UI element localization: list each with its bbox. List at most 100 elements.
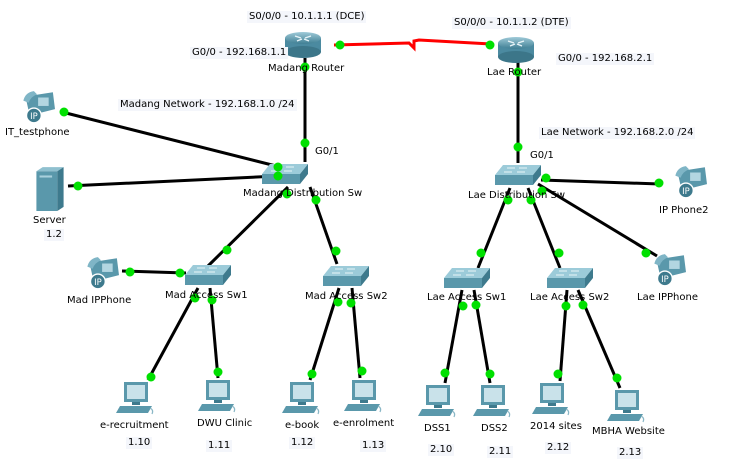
device-label-lae-ipphone: Lae IPPhone <box>637 292 698 303</box>
link-up-light <box>175 268 185 278</box>
link-up-light <box>513 67 523 77</box>
link-up-light <box>213 367 223 377</box>
device-label-ip-phone2: IP Phone2 <box>659 205 709 216</box>
link-lae-dist-sw-lae-ipphone[interactable] <box>537 182 658 258</box>
pc-icon[interactable] <box>344 379 382 413</box>
link-up-light <box>333 297 343 307</box>
link-madang-router-lae-router[interactable] <box>333 38 492 52</box>
device-ip-e-recruitment: 1.10 <box>126 437 153 449</box>
link-up-light <box>485 40 495 50</box>
pc-icon[interactable] <box>282 381 320 415</box>
link-it-testphone-madang-dist-sw[interactable] <box>61 110 281 169</box>
link-up-light <box>307 369 317 379</box>
link-up-light <box>554 248 564 258</box>
madang-g01-annotation: G0/1 <box>315 146 339 157</box>
link-up-light <box>485 369 495 379</box>
link-up-light <box>471 300 481 310</box>
device-ip-server: 1.2 <box>44 229 64 241</box>
device-ip-mbha-website: 2.13 <box>617 447 644 459</box>
link-lights-layer <box>59 40 664 383</box>
device-label-mbha-website: MBHA Website <box>592 426 665 437</box>
pc-icon[interactable] <box>532 382 570 416</box>
pc-icon[interactable] <box>198 379 236 413</box>
link-up-light <box>357 366 367 376</box>
madang-network-annotation: Madang Network - 192.168.1.0 /24 <box>118 99 297 111</box>
madang-g00-annotation: G0/0 - 192.168.1.1 <box>190 47 289 59</box>
link-up-light <box>541 173 551 183</box>
link-up-light <box>273 162 283 172</box>
pc-icon[interactable] <box>116 381 154 415</box>
device-label-mad-access-sw2: Mad Access Sw2 <box>305 291 388 302</box>
link-server-madang-dist-sw[interactable] <box>67 174 279 188</box>
link-up-light <box>537 186 547 196</box>
link-up-light <box>346 298 356 308</box>
device-label-lae-dist-sw: Lae Distribution Sw <box>468 190 566 201</box>
link-up-light <box>561 301 571 311</box>
link-up-light <box>641 248 651 258</box>
device-ip-dss1: 2.10 <box>428 444 455 456</box>
link-up-light <box>190 293 200 303</box>
link-up-light <box>578 300 588 310</box>
pc-icon[interactable] <box>418 384 456 418</box>
phone-icon[interactable] <box>86 256 120 290</box>
madang-serial-annotation: S0/0/0 - 10.1.1.1 (DCE) <box>247 11 367 23</box>
lae-network-annotation: Lae Network - 192.168.2.0 /24 <box>539 127 696 139</box>
link-up-light <box>458 301 468 311</box>
pc-icon[interactable] <box>473 384 511 418</box>
link-up-light <box>476 248 486 258</box>
switch-icon[interactable] <box>444 267 490 289</box>
server-icon[interactable] <box>36 167 64 211</box>
link-up-light <box>146 372 156 382</box>
router-icon[interactable] <box>284 31 322 58</box>
phone-icon[interactable] <box>22 90 56 124</box>
link-up-light <box>311 195 321 205</box>
link-lae-dist-sw-ip-phone2[interactable] <box>540 178 661 186</box>
switch-icon[interactable] <box>547 267 593 289</box>
lae-g01-annotation: G0/1 <box>530 150 554 161</box>
lae-g00-annotation: G0/0 - 192.168.2.1 <box>556 53 655 65</box>
device-label-dss1: DSS1 <box>424 423 451 434</box>
switch-icon[interactable] <box>262 163 308 185</box>
link-up-light <box>331 246 341 256</box>
link-up-light <box>300 138 310 148</box>
device-label-mad-ipphone: Mad IPPhone <box>67 295 132 306</box>
link-up-light <box>654 178 664 188</box>
link-up-light <box>503 195 513 205</box>
link-up-light <box>440 368 450 378</box>
link-up-light <box>282 189 292 199</box>
switch-icon[interactable] <box>323 265 369 287</box>
link-madang-dist-sw-mad-access-sw1[interactable] <box>206 185 290 268</box>
device-label-server: Server <box>33 215 66 226</box>
link-up-light <box>553 369 563 379</box>
device-ip-dss2: 2.11 <box>487 446 514 458</box>
device-label-e-book: e-book <box>285 420 320 431</box>
link-up-light <box>526 195 536 205</box>
phone-icon[interactable] <box>674 165 708 199</box>
phone-icon[interactable] <box>653 253 687 287</box>
device-label-dss2: DSS2 <box>481 423 508 434</box>
device-ip-dwu-clinic: 1.11 <box>206 440 233 452</box>
link-up-light <box>125 267 135 277</box>
pc-icon[interactable] <box>607 389 645 423</box>
links-layer <box>61 38 661 389</box>
device-label-madang-dist-sw: Madang Distribution Sw <box>243 188 363 199</box>
switch-icon[interactable] <box>495 164 541 186</box>
device-label-it-testphone: IT_testphone <box>5 127 70 138</box>
link-up-light <box>335 40 345 50</box>
device-label-madang-router: Madang Router <box>268 63 345 74</box>
router-icon[interactable] <box>497 36 535 63</box>
link-mad-access-sw1-e-recruitment[interactable] <box>146 287 200 381</box>
device-ip-e-book: 1.12 <box>289 437 316 449</box>
device-ip-sites-2014: 2.12 <box>545 442 572 454</box>
link-up-light <box>612 373 622 383</box>
device-label-lae-router: Lae Router <box>487 67 542 78</box>
link-up-light <box>207 295 217 305</box>
link-up-light <box>273 171 283 181</box>
device-label-dwu-clinic: DWU Clinic <box>197 418 253 429</box>
device-label-e-enrolment: e-enrolment <box>333 418 395 429</box>
link-up-light <box>59 107 69 117</box>
device-label-lae-access-sw1: Lae Access Sw1 <box>427 292 507 303</box>
device-label-e-recruitment: e-recruitment <box>100 420 169 431</box>
switch-icon[interactable] <box>185 264 231 286</box>
